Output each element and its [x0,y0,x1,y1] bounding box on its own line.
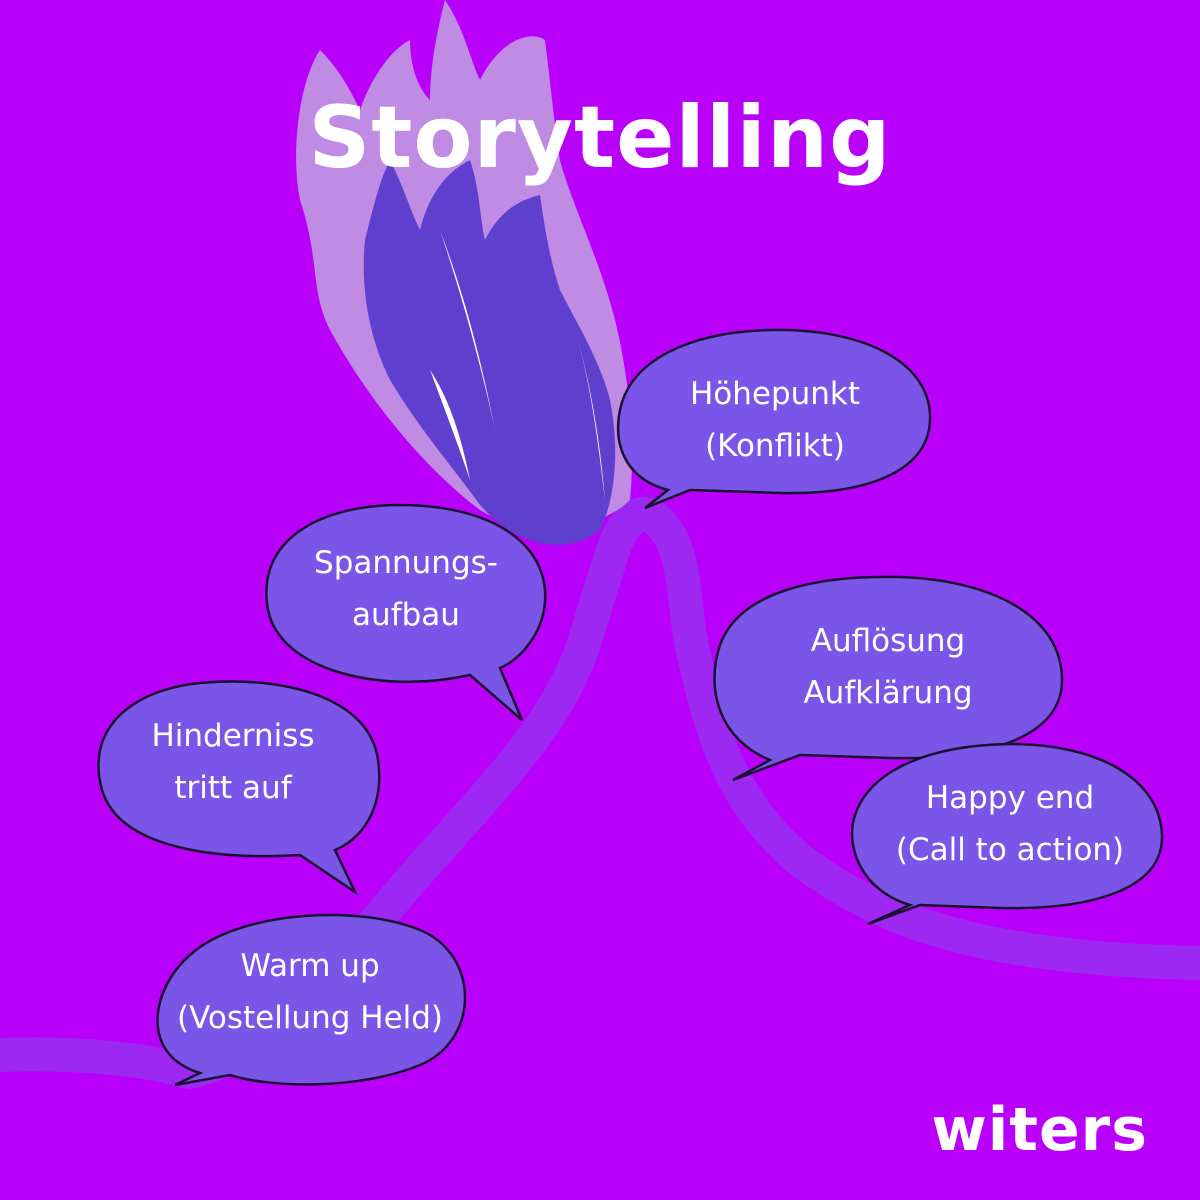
stage-tension: Spannungs- aufbau [268,537,544,641]
bubble-warm-up [156,913,467,1087]
stage-resolution: Auflösung Aufklärung [718,615,1058,719]
stage-obstacle-line1: Hinderniss [151,718,315,754]
stage-tension-line2: aufbau [352,597,460,633]
bubble-climax [616,328,932,510]
brand-logo: witers [931,1095,1148,1165]
flame-illustration [296,0,632,545]
stage-climax-line2: (Konflikt) [705,428,845,464]
flame-inner [363,160,616,545]
stage-obstacle: Hinderniss tritt auf [102,710,364,814]
stage-warm-up-line1: Warm up [240,948,380,984]
page-title: Storytelling [308,88,892,188]
stage-climax: Höhepunkt (Konflikt) [620,368,930,472]
bubble-obstacle [97,680,381,896]
stage-climax-line1: Höhepunkt [689,376,861,412]
stage-tension-line1: Spannungs- [314,545,498,581]
bubble-tension [265,503,547,721]
stage-warm-up: Warm up (Vostellung Held) [160,940,460,1044]
stage-happy-end: Happy end (Call to action) [855,772,1165,876]
stage-resolution-line2: Aufklärung [803,675,973,711]
stage-happy-end-line1: Happy end [925,780,1095,816]
stage-resolution-line1: Auflösung [810,623,966,659]
stage-warm-up-line2: (Vostellung Held) [176,1000,444,1036]
bubble-happy-end [850,742,1164,926]
stage-obstacle-line2: tritt auf [174,770,292,806]
stage-happy-end-line2: (Call to action) [895,832,1125,868]
